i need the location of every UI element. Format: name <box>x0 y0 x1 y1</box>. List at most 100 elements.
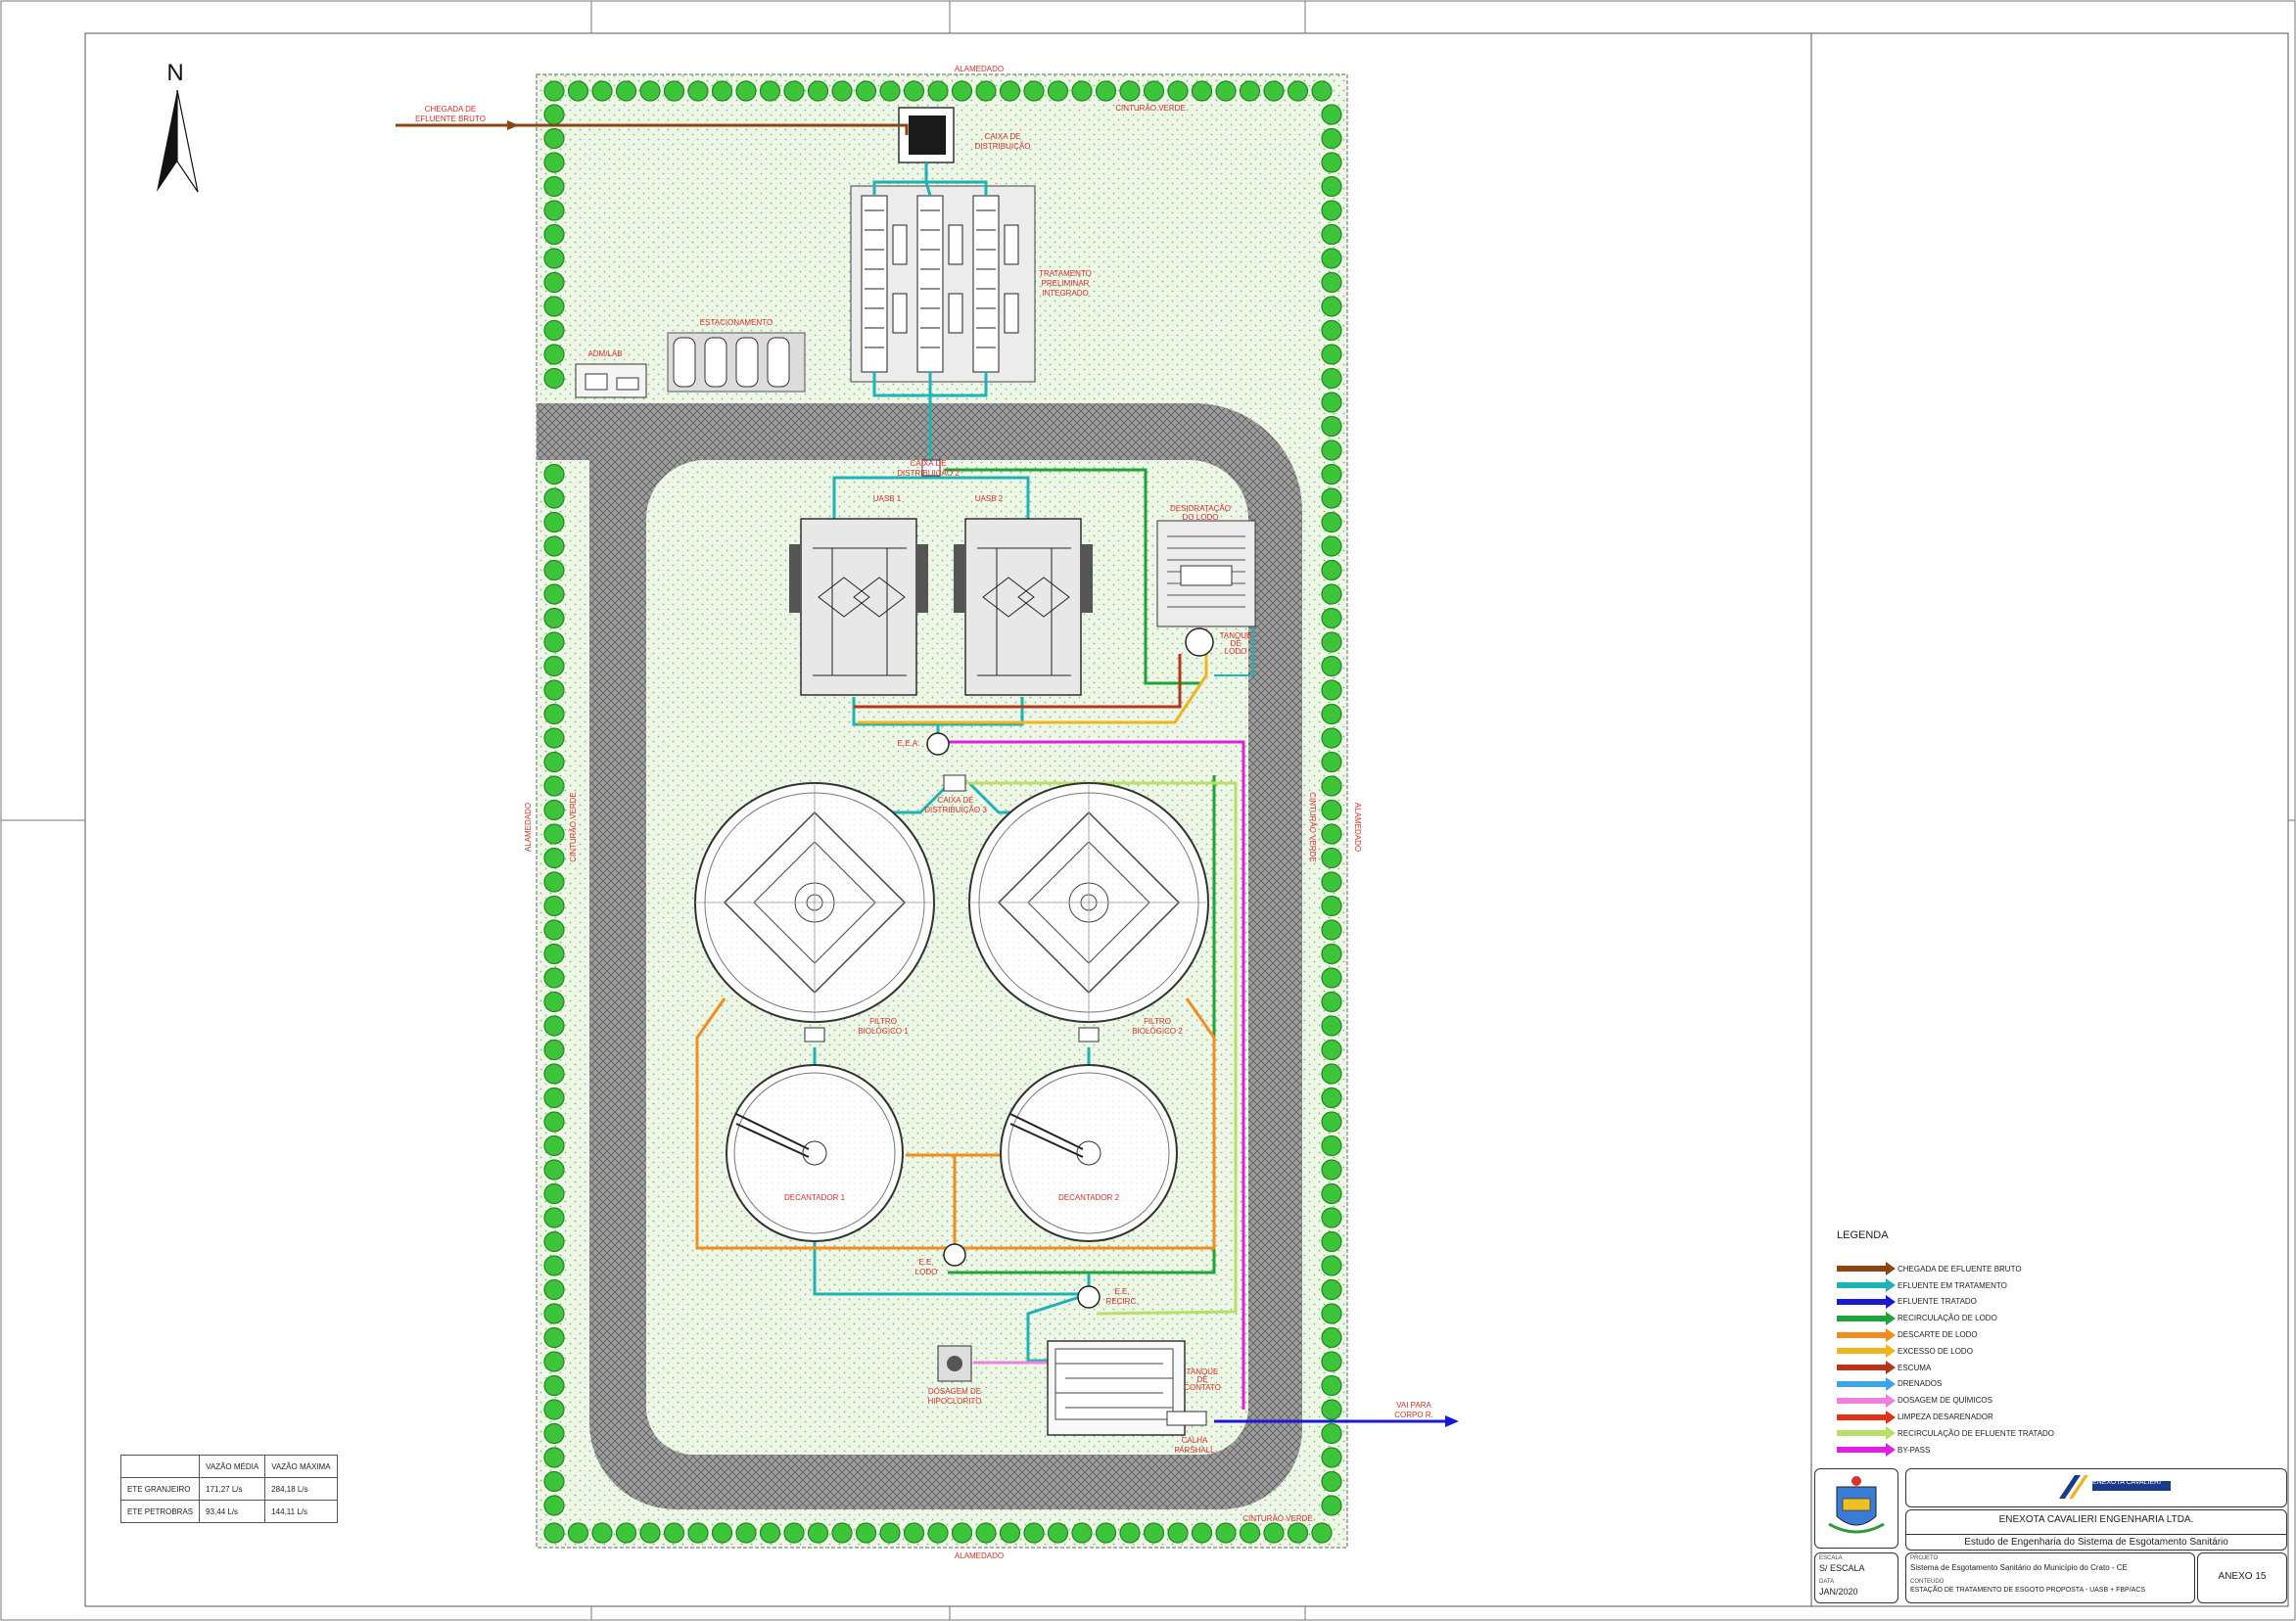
tree <box>1321 1351 1342 1372</box>
tree <box>1321 440 1342 461</box>
legend-item: DOSAGEM DE QUÍMICOS <box>1837 1392 2160 1409</box>
tree <box>543 655 565 677</box>
uasb-2-label: UASB 2 <box>975 494 1004 503</box>
tree <box>1321 655 1342 677</box>
table-cell: 93,44 L/s <box>199 1500 266 1523</box>
tree <box>543 1230 565 1253</box>
tree <box>591 1522 613 1544</box>
tree <box>543 104 565 125</box>
date-value: JAN/2020 <box>1819 1587 1858 1597</box>
tree <box>1143 80 1165 102</box>
eea-pump <box>926 732 950 756</box>
tree <box>1321 1470 1342 1493</box>
tree <box>735 1522 757 1544</box>
tree <box>1311 80 1333 102</box>
tree <box>1321 1182 1342 1205</box>
inflow-arrowhead <box>507 120 519 130</box>
tree <box>543 1087 565 1109</box>
tree <box>543 1495 565 1516</box>
tree <box>1321 607 1342 629</box>
contact-tank-label-3: CONTATO <box>1184 1383 1221 1392</box>
legend-title: LEGENDA <box>1837 1229 1889 1241</box>
tree <box>543 1182 565 1205</box>
tree <box>543 847 565 869</box>
decanter-to-recirc <box>813 1239 1091 1296</box>
company-logo-box: ENEXOTA CAVALIERI <box>1905 1468 2287 1507</box>
legend-arrow-icon <box>1837 1262 1896 1276</box>
tree <box>831 1522 853 1544</box>
legend-item: RECIRCULAÇÃO DE EFLUENTE TRATADO <box>1837 1425 2160 1442</box>
tree <box>711 80 733 102</box>
tree <box>1095 80 1117 102</box>
tree <box>1321 296 1342 317</box>
recirc-pump <box>1077 1285 1101 1309</box>
study-name: Estudo de Engenharia do Sistema de Esgot… <box>1906 1534 2286 1548</box>
sludge-recirc <box>945 468 1202 685</box>
outflow-label-1: VAI PARA <box>1396 1401 1431 1410</box>
legend-arrow-icon <box>1837 1410 1896 1424</box>
uasb-1 <box>789 518 928 696</box>
tree <box>927 1522 949 1544</box>
tree <box>687 80 709 102</box>
tree <box>543 319 565 342</box>
legend-label: DOSAGEM DE QUÍMICOS <box>1898 1396 1992 1406</box>
tree <box>1321 248 1342 269</box>
tree <box>879 80 901 102</box>
tree <box>663 1522 685 1544</box>
access-road <box>537 403 1302 1509</box>
tree <box>1321 1495 1342 1516</box>
adm-label: ADM/LAB <box>587 349 622 358</box>
tree <box>1321 392 1342 413</box>
sludge-tank-label-3: LODO <box>1225 647 1247 656</box>
tree <box>543 943 565 965</box>
legend-item: DESCARTE DE LODO <box>1837 1326 2160 1343</box>
tree <box>1119 80 1141 102</box>
alameda-bottom-label: ALAMEDADO <box>955 1552 1004 1560</box>
legend-label: CHEGADA DE EFLUENTE BRUTO <box>1898 1264 2022 1274</box>
tree <box>1321 344 1342 365</box>
annex-box: ANEXO 15 <box>2197 1552 2287 1603</box>
tree <box>543 727 565 749</box>
table-cell: 144,11 L/s <box>264 1500 338 1523</box>
tree <box>543 1207 565 1228</box>
tree <box>639 1522 661 1544</box>
tree <box>1321 1135 1342 1157</box>
legend-arrow-icon <box>1837 1443 1896 1458</box>
scale-value: S/ ESCALA <box>1819 1563 1865 1573</box>
tree <box>1321 200 1342 221</box>
tree <box>1321 487 1342 509</box>
tree <box>543 152 565 173</box>
tree <box>1215 80 1237 102</box>
decanter-2 <box>1000 1064 1178 1242</box>
uasb-1-label: UASB 1 <box>873 494 902 503</box>
tree <box>543 1303 565 1324</box>
tree <box>1321 1278 1342 1301</box>
raw-inflow-line <box>396 123 909 135</box>
legend-arrow-icon <box>1837 1344 1896 1359</box>
tree <box>1215 1522 1237 1544</box>
dist-box-3-label-2: DISTRIBUIÇÃO 3 <box>924 806 987 814</box>
tree <box>543 919 565 941</box>
north-label: N <box>166 60 183 86</box>
tree <box>759 80 781 102</box>
tree <box>1321 967 1342 989</box>
tree <box>543 871 565 893</box>
tree <box>543 631 565 653</box>
tree <box>1321 535 1342 557</box>
dist-box-2-label-1: CAIXA DE <box>911 459 947 468</box>
tree <box>543 679 565 701</box>
tree <box>543 1447 565 1468</box>
tree <box>1321 583 1342 605</box>
sludge-return <box>948 775 1216 1274</box>
tree <box>975 1522 997 1544</box>
tree <box>1321 1111 1342 1133</box>
tree <box>855 1522 877 1544</box>
tree <box>543 248 565 269</box>
tree <box>1321 319 1342 342</box>
parking-label: ESTACIONAMENTO <box>700 318 773 327</box>
decanter-1 <box>726 1064 904 1242</box>
decanter-2-label: DECANTADOR 2 <box>1058 1193 1120 1202</box>
tree <box>543 991 565 1013</box>
tree <box>543 80 565 102</box>
dist-box-2-label-2: DISTRIBUIÇÃO 2 <box>897 469 960 478</box>
